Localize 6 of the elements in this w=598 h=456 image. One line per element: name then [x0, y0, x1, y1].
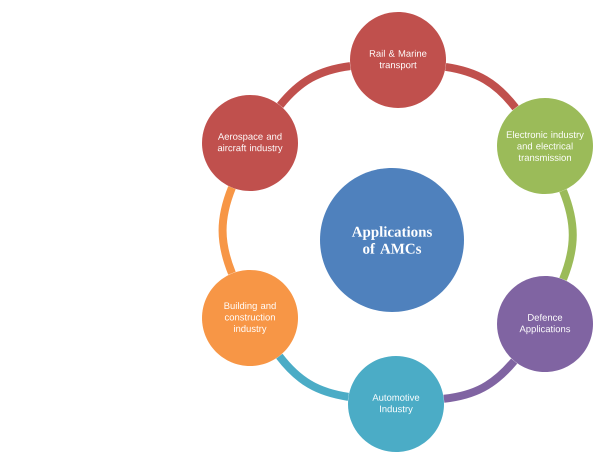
ring-arc [559, 189, 577, 281]
ring-arc [445, 63, 519, 110]
ring-arc [277, 62, 351, 108]
ring-arc [276, 354, 350, 401]
ring-arc [443, 358, 518, 403]
ring-arc [218, 186, 236, 275]
